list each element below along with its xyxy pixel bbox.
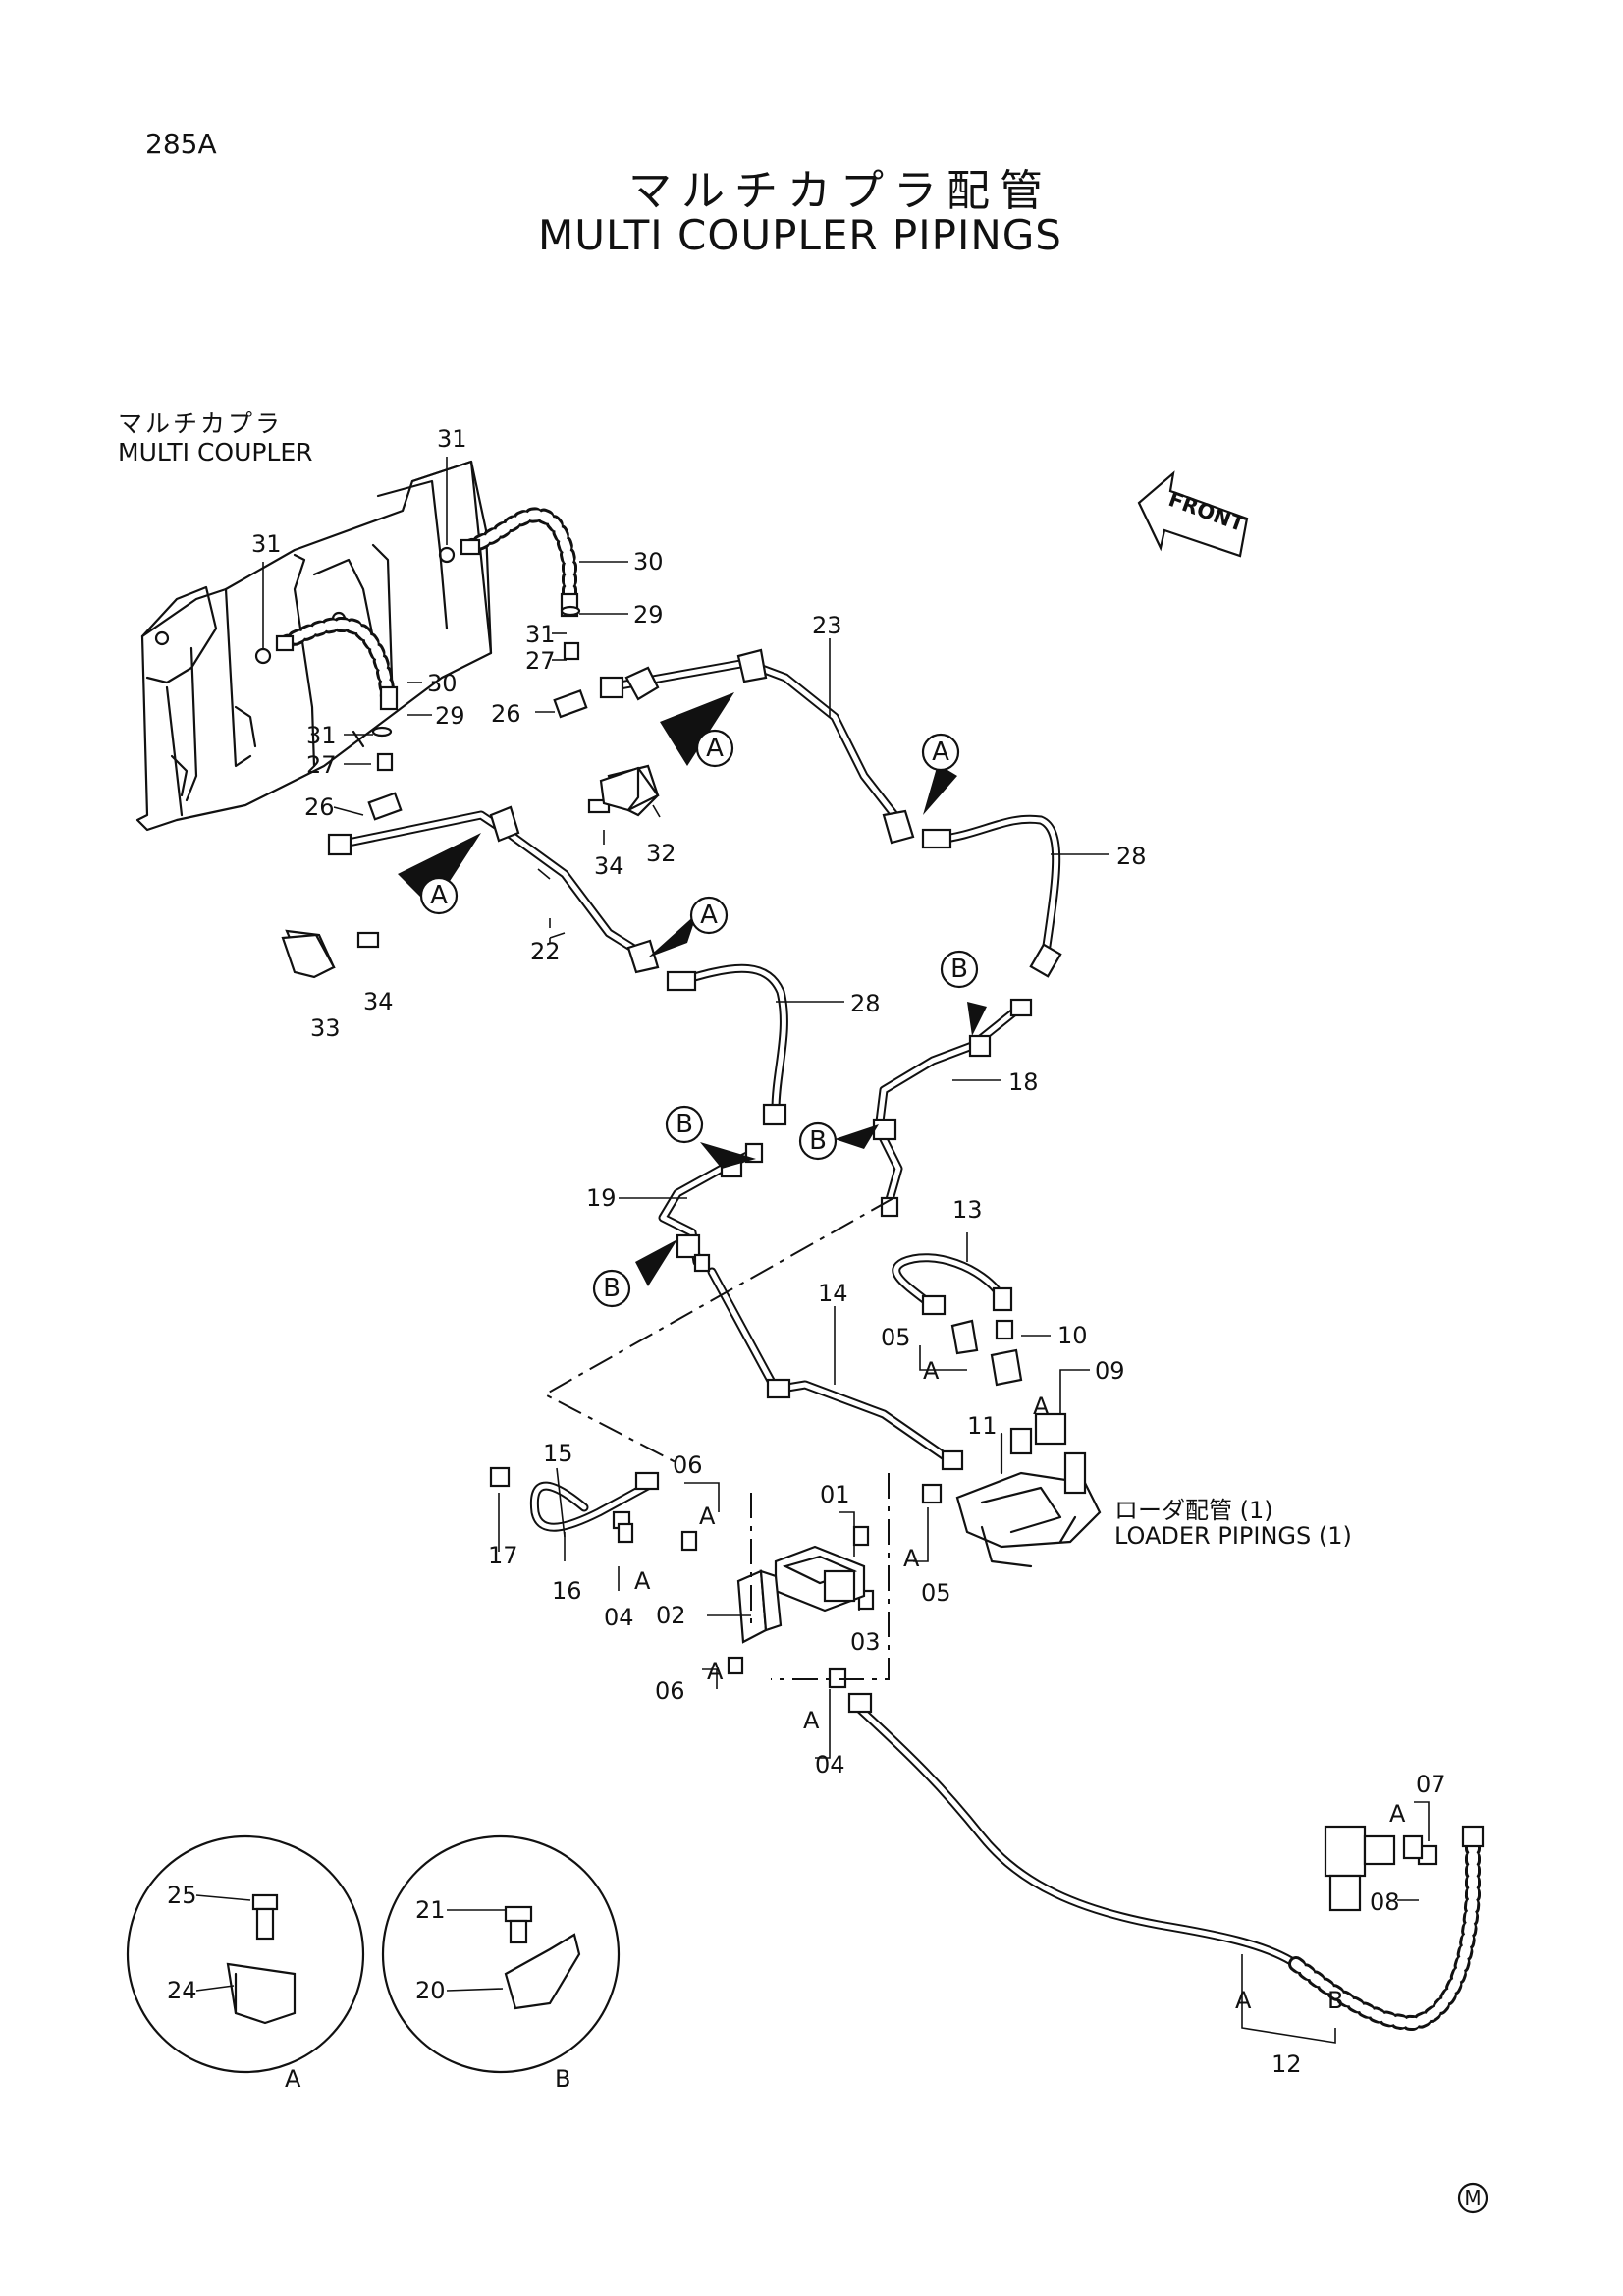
- callout-label: 14: [818, 1280, 848, 1307]
- callout-label: 13: [952, 1196, 983, 1224]
- callout-label: 32: [646, 840, 676, 867]
- pipe-18: [874, 1002, 1026, 1208]
- reference-lines: [542, 1197, 894, 1680]
- callout-label: 12: [1271, 2050, 1302, 2078]
- callout-label: A: [923, 1357, 940, 1385]
- callout-label: 05: [881, 1324, 911, 1351]
- callout-label: A: [1033, 1393, 1050, 1420]
- hose-13: [892, 1253, 1006, 1311]
- callout-label: 28: [850, 990, 881, 1017]
- callout-label: 30: [427, 670, 458, 697]
- callout-label: 06: [655, 1677, 685, 1705]
- clamp-32: [599, 766, 660, 812]
- multi-coupler-label-english: MULTI COUPLER: [118, 438, 313, 466]
- callout-label: 33: [310, 1014, 341, 1042]
- callout-label: 31: [525, 621, 556, 648]
- hose-12: [849, 1699, 1481, 2032]
- detail-a-letter: A: [285, 2065, 301, 2093]
- title-english: MULTI COUPLER PIPINGS: [538, 211, 1062, 259]
- callout-label: 19: [586, 1184, 617, 1212]
- callout-label: 06: [673, 1451, 703, 1479]
- callout-label: 01: [820, 1481, 850, 1508]
- callout-label: 17: [488, 1542, 518, 1569]
- clamp-33: [281, 933, 336, 979]
- bubble-letter-b: B: [950, 955, 968, 984]
- m-mark-letter: M: [1464, 2186, 1481, 2210]
- detail-a-part-top: 25: [167, 1882, 197, 1909]
- callout-label: 31: [437, 425, 467, 453]
- m-mark-symbol: M: [1457, 2182, 1488, 2214]
- callout-label: 34: [594, 852, 624, 880]
- callout-label: 31: [251, 530, 282, 558]
- callout-label: 04: [815, 1751, 845, 1778]
- bubble-letter-a: A: [700, 901, 718, 930]
- title-japanese: マルチカプラ配管: [628, 166, 1053, 216]
- callout-label: 04: [604, 1604, 634, 1631]
- bubble-letter-b: B: [603, 1274, 621, 1303]
- callout-label: A: [634, 1567, 651, 1595]
- callout-label: 11: [967, 1412, 998, 1440]
- page-code: 285A: [145, 128, 217, 160]
- callout-label: A: [903, 1545, 920, 1572]
- part-07-component: [1324, 1825, 1424, 1912]
- callout-label: 15: [543, 1440, 573, 1467]
- detail-view-b: [381, 1834, 621, 2074]
- callout-label: 09: [1095, 1357, 1125, 1385]
- callout-label: 02: [656, 1602, 686, 1629]
- callout-label: 26: [304, 793, 335, 821]
- multi-coupler-assembly: [135, 460, 493, 832]
- solenoid-valve-assembly: [736, 1545, 866, 1644]
- callout-label: 26: [491, 700, 521, 728]
- callout-label: 16: [552, 1577, 582, 1605]
- detail-view-a: [126, 1834, 365, 2074]
- callout-label: 31: [306, 722, 337, 749]
- callout-label: A: [707, 1658, 724, 1685]
- detail-a-part-bottom: 24: [167, 1977, 197, 2004]
- callout-label: 27: [306, 751, 337, 779]
- pipe-22: [334, 810, 653, 962]
- bubble-letter-a: A: [932, 738, 949, 767]
- leader-lines: [262, 457, 1430, 2044]
- multi-coupler-label-japanese: マルチカプラ: [118, 410, 284, 438]
- callout-label: 30: [633, 548, 664, 575]
- pipe-23: [604, 658, 903, 825]
- coupler-hoses: [277, 507, 577, 705]
- bubble-letter-a: A: [430, 881, 448, 910]
- callout-label: 22: [530, 938, 561, 965]
- bubble-letter-b: B: [676, 1110, 693, 1139]
- callout-label: 05: [921, 1579, 951, 1607]
- bubble-letter-a: A: [706, 734, 724, 763]
- callout-label: A: [803, 1707, 820, 1734]
- callout-label: 34: [363, 988, 394, 1015]
- front-arrow-icon: FRONT: [1137, 470, 1248, 558]
- callout-label: 29: [633, 601, 664, 629]
- hose-28-lower: [673, 963, 788, 1115]
- loader-pipings-ref-japanese: ローダ配管 (1): [1114, 1497, 1273, 1524]
- callout-label: 23: [812, 612, 842, 639]
- callout-label: 29: [435, 702, 465, 730]
- loader-control-valve: [955, 1412, 1102, 1568]
- callout-label: 28: [1116, 843, 1147, 870]
- pipe-14: [707, 1267, 952, 1463]
- callout-label: 03: [850, 1628, 881, 1656]
- hose-28-upper: [933, 814, 1061, 957]
- callout-label: A: [699, 1503, 716, 1530]
- callout-labels: 31 31 30 29 31 27 30 29 31 27 26 26 23 A…: [167, 425, 1446, 2093]
- callout-label: A: [1389, 1800, 1406, 1828]
- loader-pipings-ref-english: LOADER PIPINGS (1): [1114, 1522, 1352, 1550]
- callout-label: 08: [1370, 1888, 1400, 1916]
- detail-b-part-bottom: 20: [415, 1977, 446, 2004]
- callout-label: 07: [1416, 1771, 1446, 1798]
- bubble-letter-b: B: [809, 1126, 827, 1156]
- fittings: [275, 538, 1485, 1866]
- callout-label: B: [1327, 1987, 1343, 2014]
- reference-bubbles: [398, 692, 987, 1308]
- detail-b-part-top: 21: [415, 1896, 446, 1924]
- callout-label: 27: [525, 647, 556, 675]
- detail-b-letter: B: [555, 2065, 570, 2093]
- callout-label: A: [1235, 1987, 1252, 2014]
- callout-label: 18: [1008, 1068, 1039, 1096]
- callout-label: 10: [1057, 1322, 1088, 1349]
